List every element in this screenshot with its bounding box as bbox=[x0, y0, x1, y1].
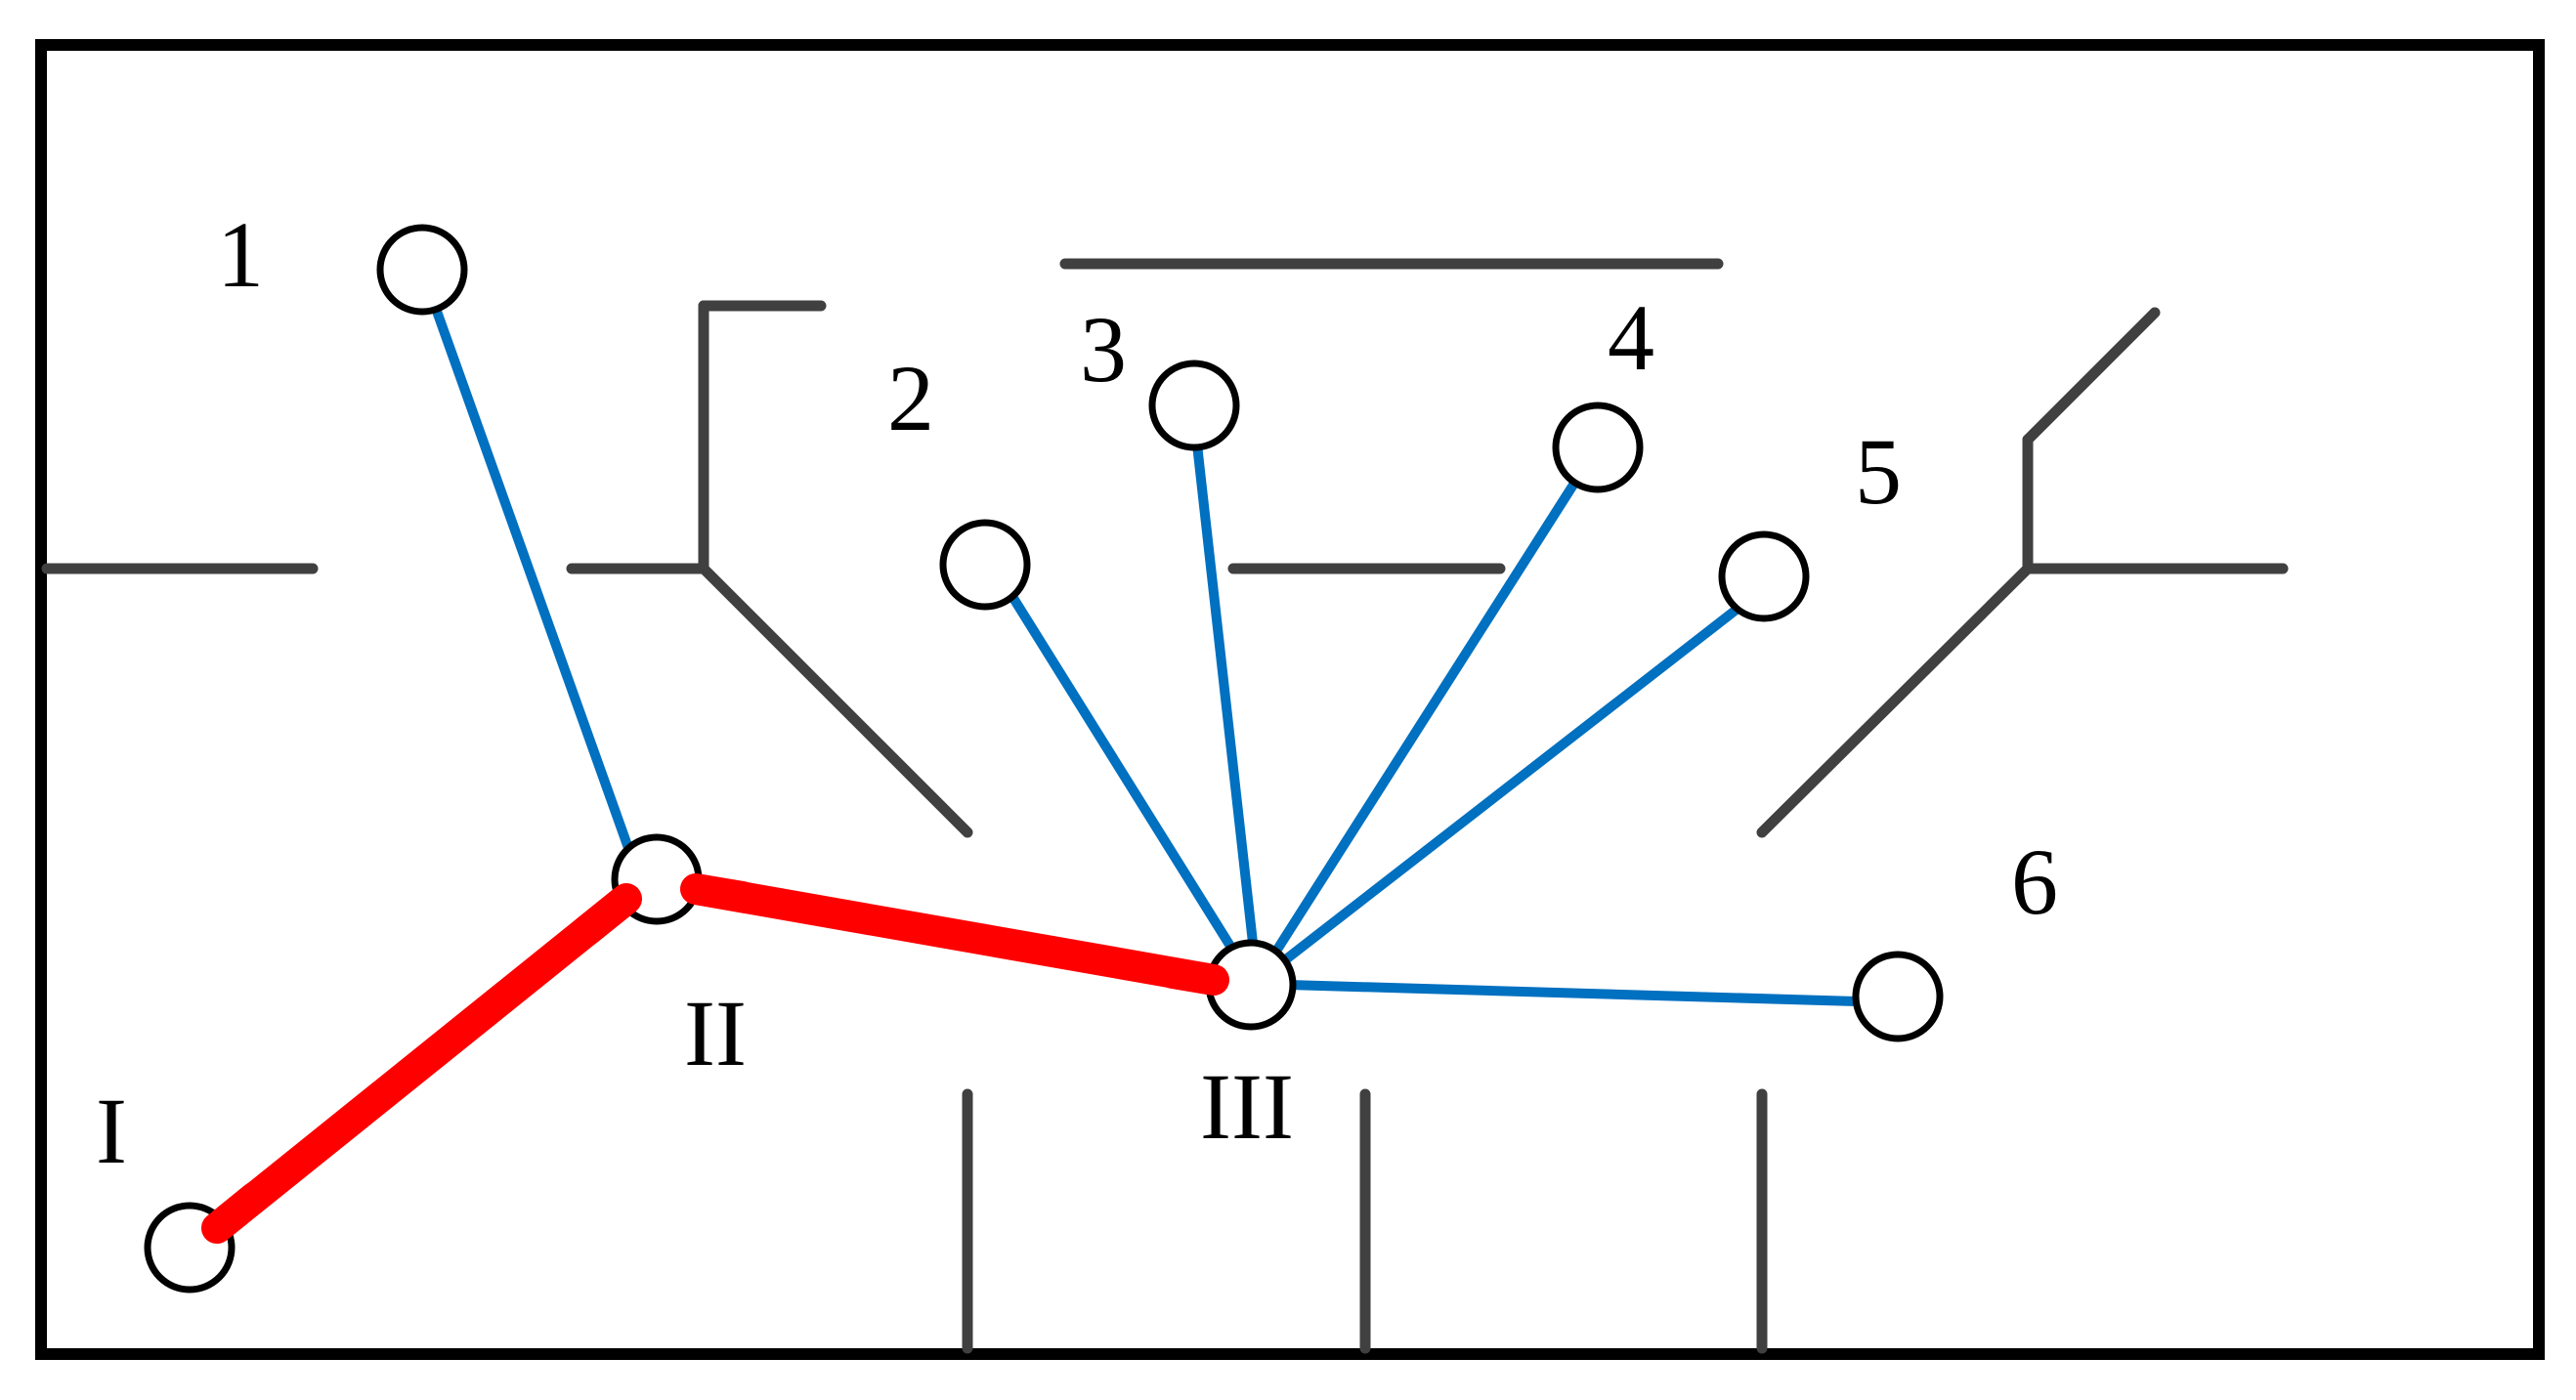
labels: 1 2 3 4 5 6 I II III bbox=[96, 202, 2058, 1183]
link-node6-nodeIII bbox=[1283, 980, 1862, 1006]
node-1 bbox=[376, 224, 468, 316]
node-6 bbox=[1852, 951, 1944, 1042]
label-room-5: 5 bbox=[1855, 419, 1902, 524]
node-2 bbox=[939, 519, 1031, 611]
link-nodeI-nodeII bbox=[201, 883, 642, 1244]
link-nodeI-nodeII-start bbox=[201, 1182, 270, 1244]
label-room-1: 1 bbox=[217, 202, 264, 307]
wall-room2-diagonal bbox=[698, 563, 973, 838]
link-node1-nodeII bbox=[430, 301, 633, 853]
wall-room5-bottom-diagonal bbox=[1756, 563, 2034, 838]
link-node5-nodeIII bbox=[1277, 604, 1742, 967]
node-5 bbox=[1718, 530, 1810, 622]
nodes bbox=[144, 224, 1944, 1294]
link-nodeII-nodeIII-end bbox=[1157, 957, 1229, 996]
label-node-III: III bbox=[1200, 1054, 1294, 1159]
link-node4-nodeIII bbox=[1270, 477, 1580, 957]
branch-links bbox=[430, 301, 1862, 1006]
label-room-3: 3 bbox=[1080, 297, 1127, 402]
link-node3-nodeIII bbox=[1192, 440, 1258, 948]
link-nodeI-nodeII-end bbox=[571, 883, 642, 947]
label-room-2: 2 bbox=[887, 346, 934, 450]
trunk-link-ends bbox=[201, 873, 1229, 1244]
label-node-II: II bbox=[684, 981, 747, 1085]
link-nodeII-nodeIII-start bbox=[680, 873, 758, 912]
label-node-I: I bbox=[96, 1079, 127, 1183]
label-room-4: 4 bbox=[1608, 285, 1654, 390]
label-room-6: 6 bbox=[2011, 829, 2058, 934]
wall-room5-top-diagonal bbox=[2022, 307, 2161, 445]
outer-frame bbox=[35, 39, 2545, 1360]
node-3 bbox=[1148, 360, 1240, 451]
trunk-links bbox=[201, 873, 1229, 1244]
link-node2-nodeIII bbox=[1007, 590, 1236, 953]
node-4 bbox=[1552, 402, 1644, 493]
link-nodeII-nodeIII bbox=[680, 873, 1229, 996]
walls bbox=[41, 258, 2289, 1354]
